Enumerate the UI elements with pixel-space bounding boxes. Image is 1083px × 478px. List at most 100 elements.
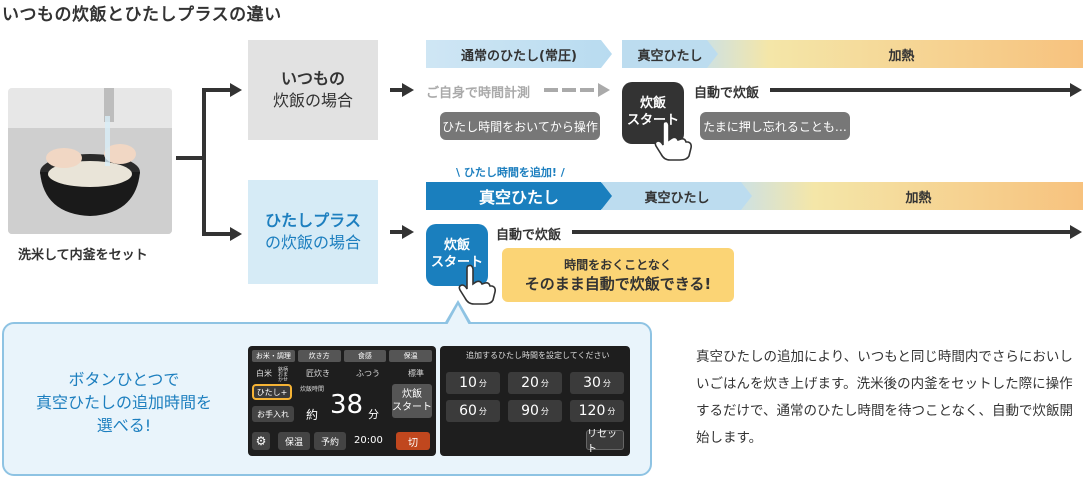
callout-line3: 選べる! <box>96 416 152 436</box>
cook-time-label: 炊飯時間 <box>300 386 325 393</box>
photo-caption: 洗米して内釜をセット <box>18 248 148 263</box>
row1-phase-normal-soak-label: 通常のひたし(常圧) <box>461 48 577 64</box>
setting-brand: 銘柄おまかせ <box>278 367 289 383</box>
row1-auto-label: 自動で炊飯 <box>694 86 760 101</box>
row1-phase-vacuum: 真空ひたし <box>622 40 718 68</box>
mode-hitashi-box: ひたしプラス の炊飯の場合 <box>248 180 378 284</box>
off-button[interactable]: 切 <box>396 432 430 450</box>
setting-warm: 標準 <box>408 369 424 378</box>
callout-tip-inner <box>447 305 469 325</box>
branch-bottom-arrow <box>230 227 242 241</box>
rice-washing-photo <box>8 88 172 234</box>
branch-stem <box>176 156 206 160</box>
panel-start-line1: 炊飯 <box>402 389 422 400</box>
time-option-60-value: 60 <box>459 403 477 419</box>
cook-minutes: 38 <box>330 390 364 420</box>
time-option-10-value: 10 <box>459 375 477 391</box>
setting-method: 匠炊き <box>306 369 330 378</box>
row2-timeline-arrow <box>1070 225 1082 239</box>
row1-start-line1: 炊飯 <box>639 96 666 112</box>
panel-start-button[interactable]: 炊飯 スタート <box>392 384 432 418</box>
reset-button[interactable]: リセット <box>586 429 624 455</box>
row1-bubble-right: たまに押し忘れることも… <box>700 112 850 140</box>
callout-line1: ボタンひとつで <box>68 370 180 389</box>
time-option-30-value: 30 <box>583 375 601 391</box>
keep-warm-button[interactable]: 保温 <box>278 432 310 450</box>
row1-lead-arrow <box>402 83 414 97</box>
gear-icon[interactable]: ⚙ <box>252 432 270 450</box>
row2-phase-added-vacuum: 真空ひたし <box>426 182 612 210</box>
row2-lead-line <box>390 230 404 234</box>
row2-phase-added-vacuum-label: 真空ひたし <box>478 188 559 207</box>
reserve-button[interactable]: 予約 <box>314 432 346 450</box>
mode-hitashi-line2: の炊飯の場合 <box>264 233 361 252</box>
callout-line2: 真空ひたしの追加時間を <box>35 393 212 413</box>
row2-hand-pointer-icon <box>458 264 496 305</box>
row2-start-line1: 炊飯 <box>443 238 470 254</box>
panel-tab-method[interactable]: 炊き方 <box>297 350 341 362</box>
dash-1 <box>544 88 558 92</box>
time-option-60-unit: 分 <box>478 406 487 416</box>
dash-arrow <box>598 83 610 97</box>
setting-rice: 白米 <box>256 369 272 378</box>
row1-phase-vacuum-label: 真空ひたし <box>637 48 703 64</box>
panel-tab-warm[interactable]: 保温 <box>389 350 432 362</box>
care-button[interactable]: お手入れ <box>252 406 294 422</box>
row1-timeline-arrow <box>1070 83 1082 97</box>
row1-start-button: 炊飯 スタート <box>622 82 684 144</box>
branch-vertical <box>202 88 206 236</box>
row2-phase-heat-label: 加熱 <box>905 190 932 206</box>
row2-auto-label: 自動で炊飯 <box>496 228 562 243</box>
mode-normal-line1: いつもの <box>280 68 345 88</box>
time-option-30-unit: 分 <box>602 378 611 388</box>
row2-phase-vacuum: 真空ひたし <box>602 182 752 210</box>
setting-texture: ふつう <box>356 369 380 378</box>
add-soak-note: \ ひたし時間を追加! / <box>456 166 565 179</box>
time-option-20-unit: 分 <box>540 378 549 388</box>
time-option-120-value: 120 <box>578 403 606 419</box>
row2-phase-vacuum-label: 真空ひたし <box>644 190 710 206</box>
branch-top <box>202 88 230 92</box>
panel-tab-rice[interactable]: お米・調理 <box>252 350 295 362</box>
callout-text: ボタンひとつで 真空ひたしの追加時間を 選べる! <box>14 368 234 438</box>
row1-timeline-line <box>770 88 1070 92</box>
dash-2 <box>562 88 576 92</box>
row1-bubble-left: ひたし時間をおいてから操作 <box>440 112 600 140</box>
mode-normal-box: いつもの 炊飯の場合 <box>248 40 378 140</box>
time-option-120-unit: 分 <box>607 406 616 416</box>
row1-hand-pointer-icon <box>654 120 692 161</box>
dash-3 <box>580 88 594 92</box>
hitashi-plus-button[interactable]: ひたし+ <box>252 384 292 400</box>
branch-bottom <box>202 232 230 236</box>
time-option-90-unit: 分 <box>540 406 549 416</box>
row2-bubble-line2: そのまま自動で炊飯できる! <box>524 275 712 293</box>
mode-hitashi-line1: ひたしプラス <box>265 210 361 230</box>
row1-phase-heat: 加熱 <box>690 40 1083 68</box>
time-option-90-value: 90 <box>521 403 539 419</box>
row2-bubble: 時間をおくことなく そのまま自動で炊飯できる! <box>502 248 734 302</box>
clock-display: 20:00 <box>354 435 383 446</box>
row2-phase-heat: 加熱 <box>724 182 1083 210</box>
page-title: いつもの炊飯とひたしプラスの違い <box>2 5 282 25</box>
control-panel-main: お米・調理 炊き方 食感 保温 白米 銘柄おまかせ 匠炊き ふつう 標準 ひたし… <box>248 346 436 456</box>
row2-bubble-line1: 時間をおくことなく <box>564 258 672 272</box>
time-option-10-unit: 分 <box>478 378 487 388</box>
row2-lead-arrow <box>402 225 414 239</box>
soak-time-header: 追加するひたし時間を設定してください <box>466 351 610 360</box>
branch-top-arrow <box>230 83 242 97</box>
self-timing-label: ご自身で時間計測 <box>426 86 531 101</box>
panel-tab-texture[interactable]: 食感 <box>343 350 387 362</box>
row1-phase-normal-soak: 通常のひたし(常圧) <box>426 40 612 68</box>
description-text: 真空ひたしの追加により、いつもと同じ時間内でさらにおいしいごはんを炊き上げます。… <box>696 349 1074 446</box>
panel-start-line2: スタート <box>392 402 432 413</box>
row1-phase-heat-label: 加熱 <box>888 48 915 64</box>
row2-timeline-line <box>572 230 1070 234</box>
row1-lead-line <box>390 88 404 92</box>
